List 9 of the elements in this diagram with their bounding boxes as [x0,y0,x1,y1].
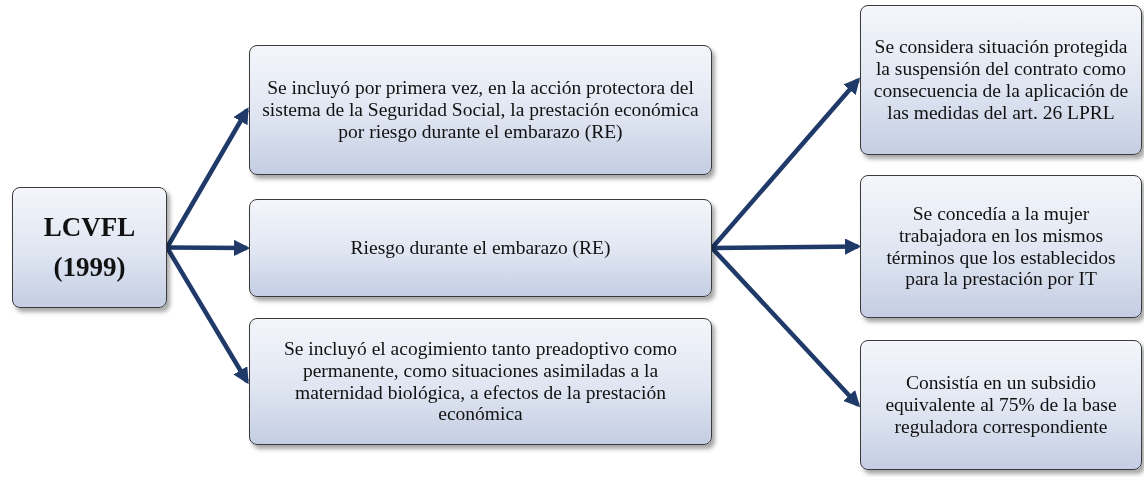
text-box: Se incluyó el acogimiento tanto preadoptivo como permanente, como situaciones asimiladas a la maternidad biológica, a efectos de la prestación económica [249,318,712,445]
arrow [165,246,249,385]
title-box: LCVFL (1999) [12,187,167,308]
text-box: Se considera situación protegida la suspensión del contrato como consecuencia de la aplicación de las medidas del art. 26 LPRL [860,5,1142,155]
text-box: Se concedía a la mujer trabajadora en los mismos términos que los establecidos para la prestación por IT [860,175,1142,318]
text-box: Consistía en un subsidio equivalente al 75% de la base reguladora correspondiente [860,340,1142,470]
text-box: Se incluyó por primera vez, en la acción protectora del sistema de la Seguridad Social, la prestación económica por riesgo durante el embarazo (RE) [249,45,712,175]
arrow [167,239,251,256]
text-box: Riesgo durante el embarazo (RE) [249,199,712,297]
